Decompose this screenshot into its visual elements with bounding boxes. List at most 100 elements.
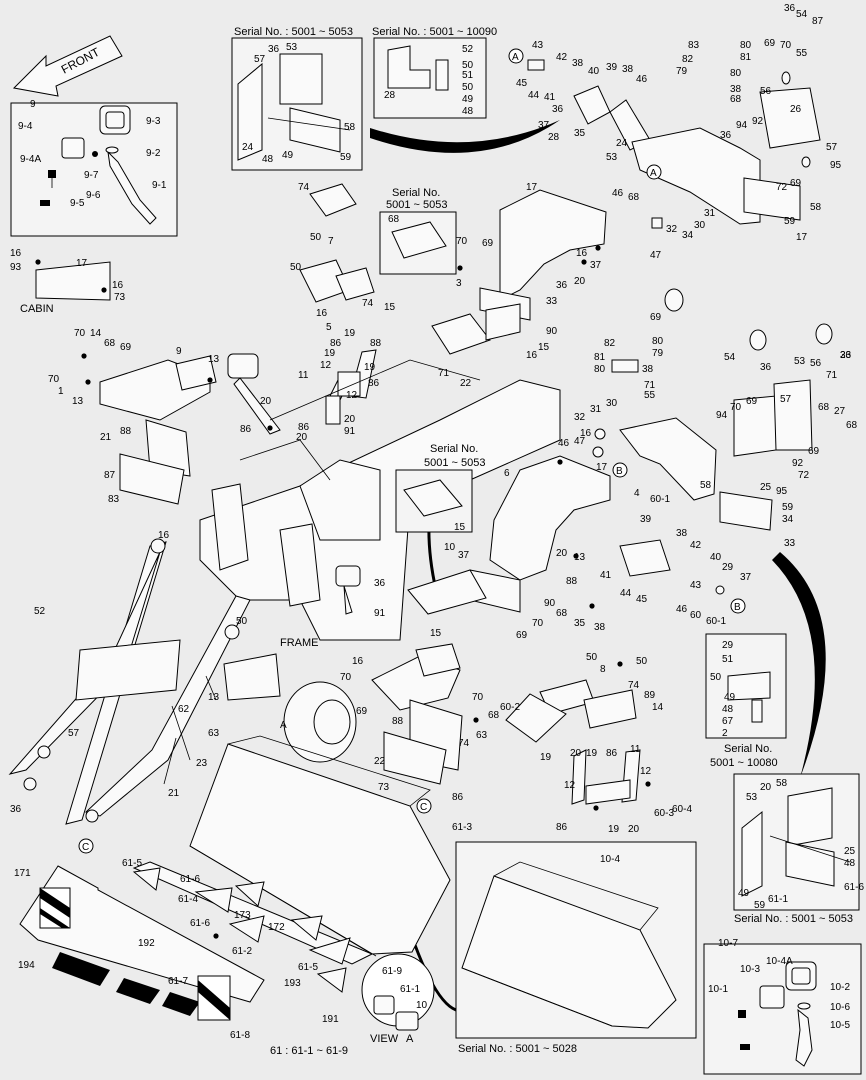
part-number-label: 86	[298, 422, 310, 433]
pedal-box-9	[10, 102, 178, 237]
part-number-label: 71	[644, 380, 656, 391]
part-number-label: 57	[254, 54, 266, 65]
part-number-label: 61-4	[178, 894, 198, 905]
part-number-label: 19	[540, 752, 552, 763]
part-number-label: 59	[340, 152, 352, 163]
part-number-label: 88	[392, 716, 404, 727]
part-number-label: 58	[344, 122, 356, 133]
part-number-label: 69	[764, 38, 776, 49]
part-number-label: 25	[844, 846, 856, 857]
part-number-label: 63	[476, 730, 488, 741]
part-number-label: 51	[722, 654, 734, 665]
box-serial-10090: Serial No. : 5001 ~ 10090 52 50 51 50 49…	[372, 26, 497, 119]
part-number-label: 8	[600, 664, 606, 675]
part-number-label: 87	[104, 470, 116, 481]
part-number-label: 38	[572, 58, 584, 69]
part-number-label: 69	[650, 312, 662, 323]
part-number-label: 61-2	[232, 946, 252, 957]
footnote: 61 : 61-1 ~ 61-9	[270, 1045, 348, 1057]
part-number-label: 13	[72, 396, 84, 407]
part-number-label: 16	[576, 248, 588, 259]
part-number-label: 56	[810, 358, 822, 369]
part-number-label: 70	[730, 402, 742, 413]
part-number-label: 20	[556, 548, 568, 559]
bucket-61: A 61-3 61-5 61-6 61-4 173 172 61-6 61-2 …	[122, 720, 472, 1025]
part-number-label: 87	[812, 16, 824, 27]
part-number-label: 51	[462, 70, 474, 81]
part-number-label: 61-5	[122, 858, 142, 869]
part-number-label: 19	[586, 748, 598, 759]
serial-label-2: Serial No. : 5001 ~ 10090	[372, 26, 497, 38]
part-number-label: 79	[676, 66, 688, 77]
part-number-label: 26	[790, 104, 802, 115]
part-number-label: 9-6	[86, 190, 101, 201]
part-number-label: 61-3	[452, 822, 472, 833]
part-number-label: 25	[760, 482, 772, 493]
part-number-label: 20	[570, 748, 582, 759]
part-number-label: 37	[740, 572, 752, 583]
part-number-label: 70	[532, 618, 544, 629]
part-number-label: 9-5	[70, 198, 85, 209]
part-number-label: 49	[282, 150, 294, 161]
frame-label: FRAME	[280, 637, 319, 649]
part-number-label: 60-1	[706, 616, 726, 627]
part-number-label: 70	[74, 328, 86, 339]
part-number-label: 10	[416, 1000, 428, 1011]
part-number-label: 36	[840, 350, 852, 361]
part-number-label: 47	[574, 436, 586, 447]
part-number-label: 70	[48, 374, 60, 385]
part-number-label: 13	[574, 552, 586, 563]
part-number-label: 35	[574, 128, 586, 139]
part-number-label: 40	[588, 66, 600, 77]
part-number-label: 44	[528, 90, 540, 101]
part-number-label: 32	[666, 224, 678, 235]
part-number-label: 61-1	[768, 894, 788, 905]
part-number-label: 38	[594, 622, 606, 633]
part-number-label: 88	[370, 338, 382, 349]
part-number-label: 30	[606, 398, 618, 409]
part-number-label: 60	[690, 610, 702, 621]
part-number-label: 94	[736, 120, 748, 131]
part-number-label: 173	[234, 910, 251, 921]
part-number-label: 10-2	[830, 982, 850, 993]
part-number-label: 41	[544, 92, 556, 103]
serial-label-7: Serial No. : 5001 ~ 5028	[458, 1043, 577, 1055]
part-number-label: 36	[720, 130, 732, 141]
part-number-label: 50	[710, 672, 722, 683]
part-number-label: 55	[644, 390, 656, 401]
part-number-label: 13	[208, 692, 220, 703]
part-number-label: 10-4	[600, 854, 620, 865]
part-number-label: 68	[104, 338, 116, 349]
part-number-label: 36	[268, 44, 280, 55]
part-number-label: 3	[456, 278, 462, 289]
part-number-label: 45	[636, 594, 648, 605]
view-letter: A	[406, 1033, 414, 1045]
part-number-label: 10-1	[708, 984, 728, 995]
part-number-label: 90	[544, 598, 556, 609]
part-number-label: 29	[722, 640, 734, 651]
part-number-label: 52	[34, 606, 46, 617]
part-number-label: 68	[488, 710, 500, 721]
fender-4: 6 16 10 37 36 20 13 88 91 90 70 69 68 35…	[158, 455, 611, 641]
part-number-label: 36	[784, 3, 796, 14]
part-number-label: 54	[724, 352, 736, 363]
part-number-label: 12	[320, 360, 332, 371]
part-number-label: 79	[652, 348, 664, 359]
reference-circle-mark: B	[734, 602, 741, 613]
part-number-label: 24	[242, 142, 254, 153]
part-number-label: 72	[776, 182, 788, 193]
part-number-label: 16	[158, 530, 170, 541]
reference-circle-mark: B	[616, 466, 623, 477]
part-number-label: 88	[566, 576, 578, 587]
serial-label: Serial No.	[392, 187, 440, 199]
part-number-label: 93	[10, 262, 22, 273]
part-number-label: 72	[798, 470, 810, 481]
part-number-label: 92	[752, 116, 764, 127]
reference-circle-mark: C	[82, 842, 89, 853]
part-number-label: 57	[780, 394, 792, 405]
part-number-label: 191	[322, 1014, 339, 1025]
part-number-label: 20	[260, 396, 272, 407]
part-number-label: 43	[690, 580, 702, 591]
part-number-label: 33	[784, 538, 796, 549]
serial-label: Serial No.	[724, 743, 772, 755]
